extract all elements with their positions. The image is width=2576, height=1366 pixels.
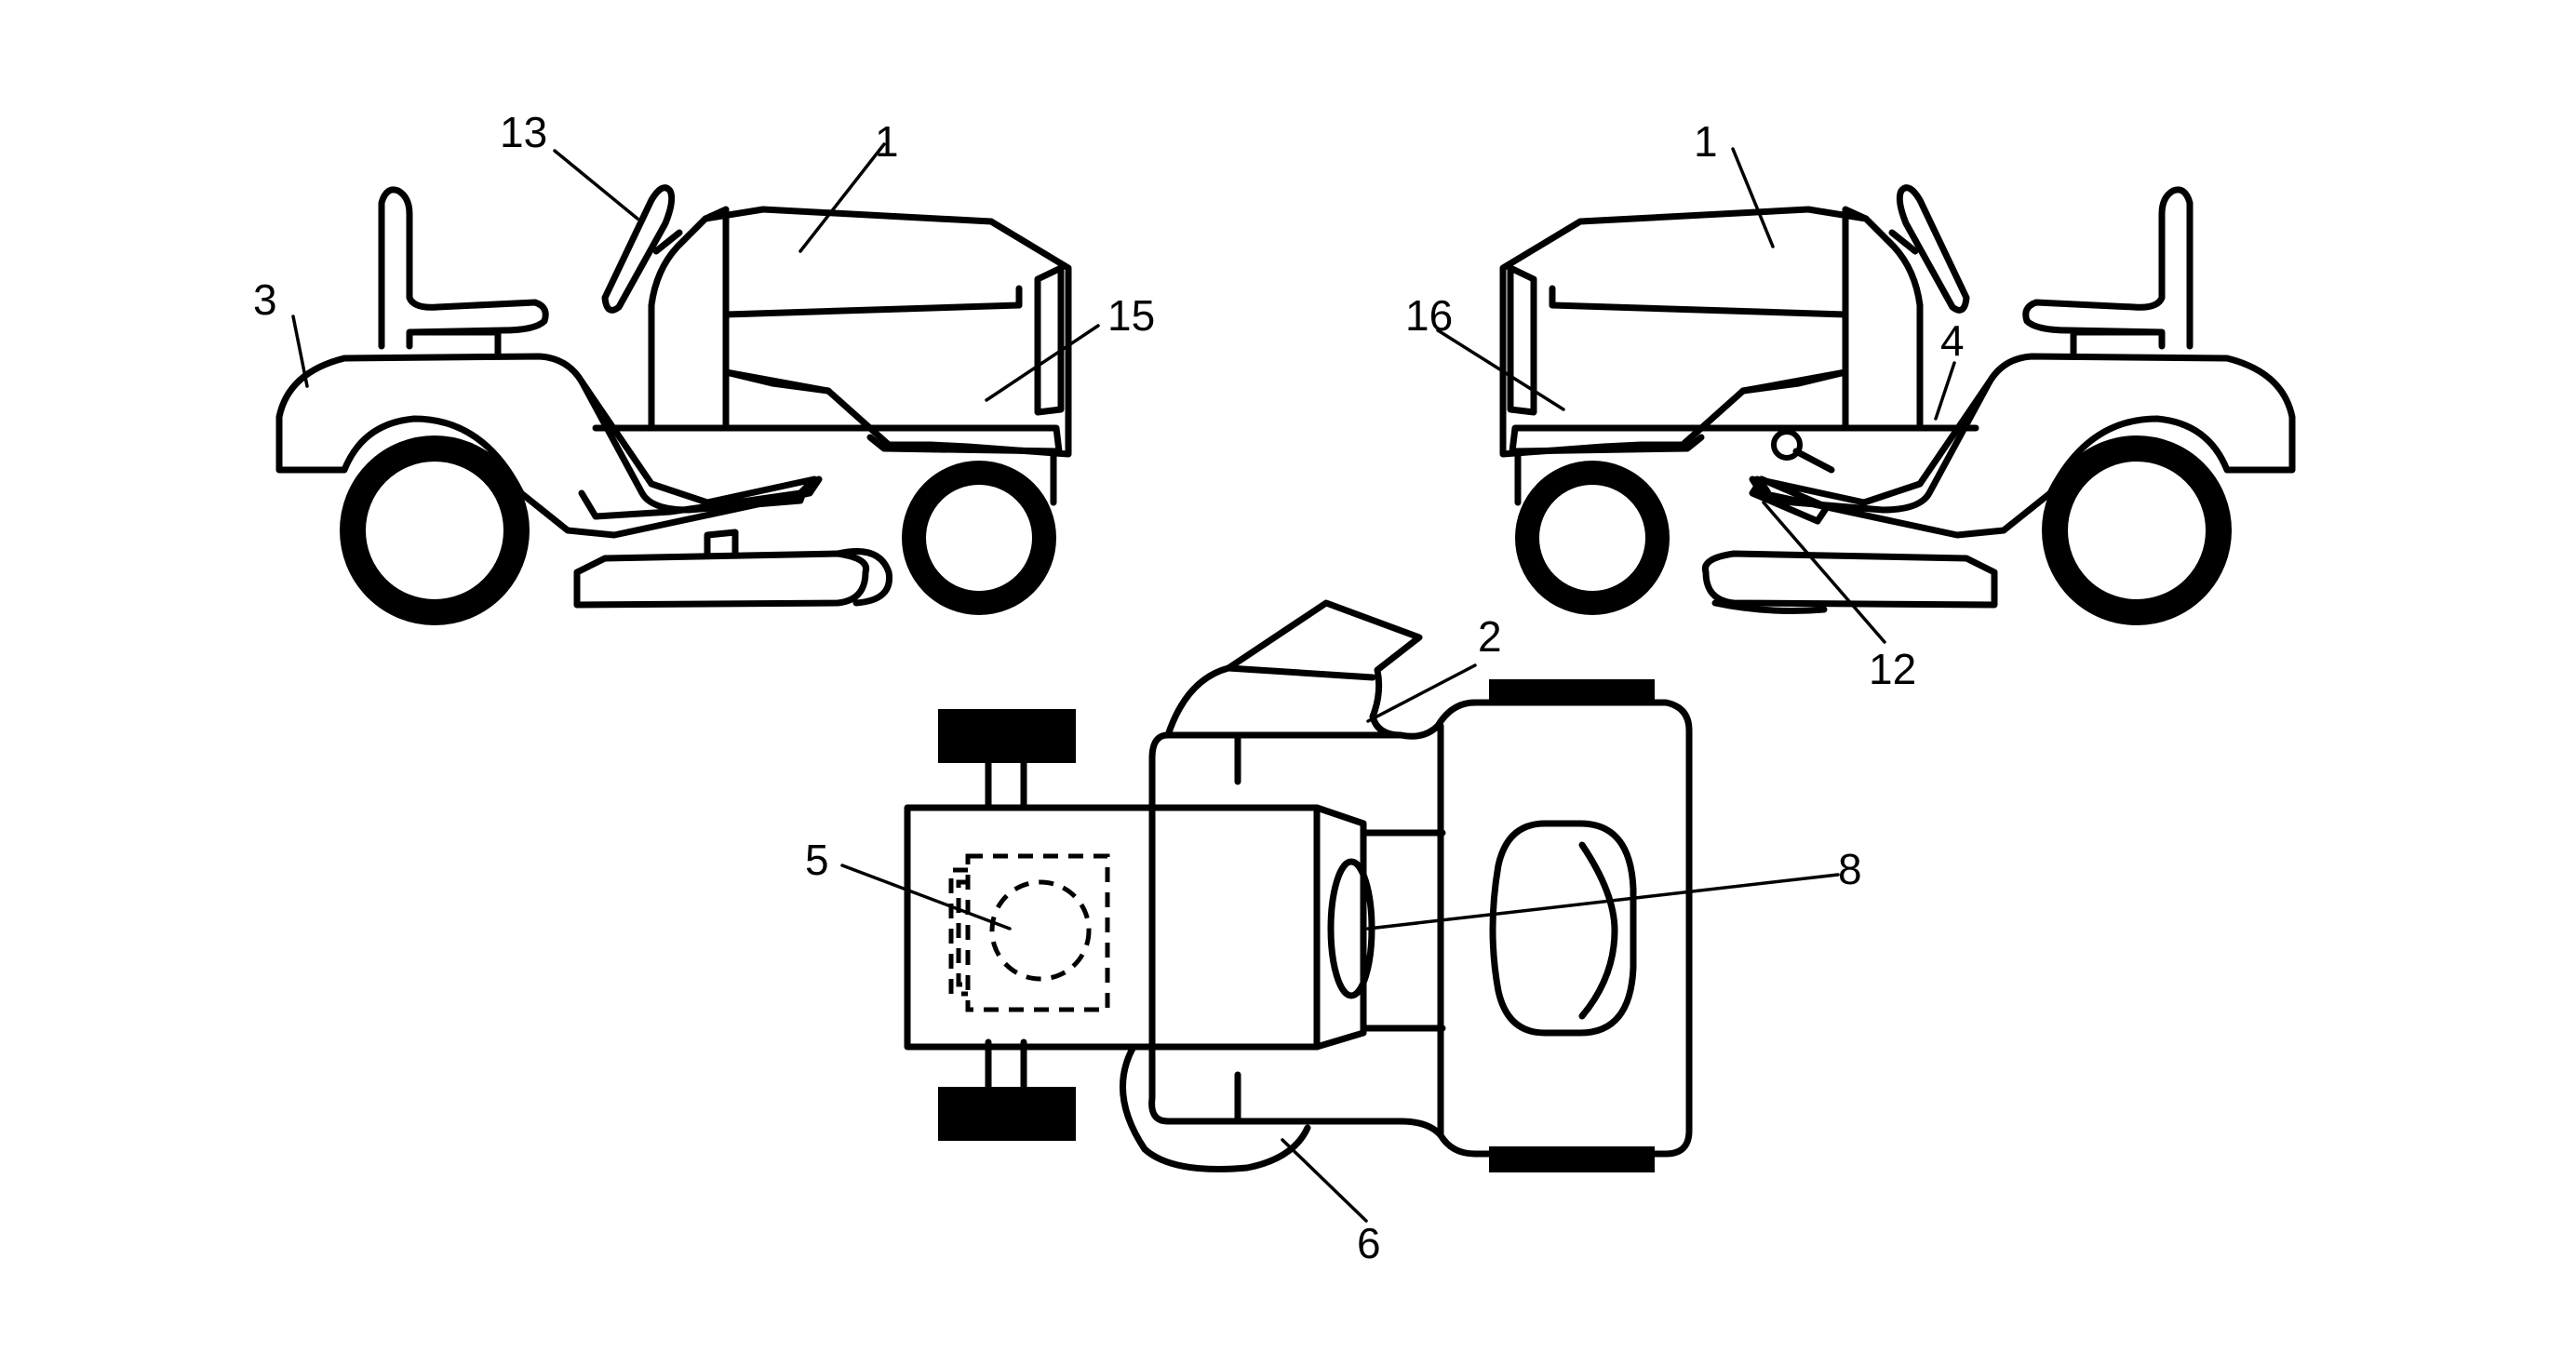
top-view: 2 5 8 6: [805, 599, 1862, 1267]
callout-4: 4: [1940, 316, 1965, 365]
right-seat: [2022, 186, 2194, 357]
right-steering-wheel: [1896, 184, 1970, 314]
right-rear-wheel: [2042, 435, 2232, 625]
right-dash: [1842, 206, 1924, 432]
right-lift-lever: [1749, 475, 1831, 525]
callout-2: 2: [1478, 612, 1502, 661]
top-engine-outline: [965, 853, 1110, 1012]
right-hood: [1499, 206, 1870, 458]
top-body: [1148, 699, 1693, 1158]
left-hood: [702, 206, 1072, 458]
left-dash: [648, 206, 730, 432]
top-engine-dashed-circle: [989, 879, 1092, 982]
callout-8: 8: [1838, 845, 1862, 893]
left-rear-wheel: [340, 435, 530, 625]
right-fender: [1749, 353, 2296, 539]
right-footrest: [1753, 378, 1993, 506]
right-front-wheel: [1515, 461, 1670, 615]
right-mower-deck: [1701, 550, 1998, 609]
left-mower-deck: [573, 550, 870, 609]
right-grille: [1507, 264, 1537, 416]
top-hood: [904, 804, 1321, 1051]
callout-13-left: 13: [500, 108, 547, 156]
left-grille: [1034, 264, 1065, 416]
callout-6: 6: [1357, 1219, 1381, 1267]
top-deck-edge: [1119, 1043, 1311, 1172]
top-seat: [1489, 820, 1637, 1037]
top-rear-tire-lower: [1489, 1146, 1655, 1172]
left-side-view: 13 1 3 15: [253, 108, 1155, 625]
callout-12: 12: [1869, 645, 1916, 693]
left-steering-wheel: [601, 184, 676, 314]
callout-16: 16: [1405, 291, 1453, 340]
left-seat: [378, 186, 549, 357]
top-discharge-chute: [1164, 599, 1423, 739]
callout-1-left: 1: [875, 117, 899, 166]
top-front-tire-upper: [938, 709, 1076, 763]
callout-3: 3: [253, 275, 277, 324]
callout-1-right: 1: [1694, 117, 1718, 166]
left-footrest: [578, 378, 818, 520]
left-front-wheel: [902, 461, 1056, 615]
right-side-view: 1 16 4 12: [1405, 117, 2296, 693]
callout-5: 5: [805, 836, 829, 884]
top-front-tire-lower: [938, 1087, 1076, 1141]
callout-15: 15: [1107, 291, 1155, 340]
